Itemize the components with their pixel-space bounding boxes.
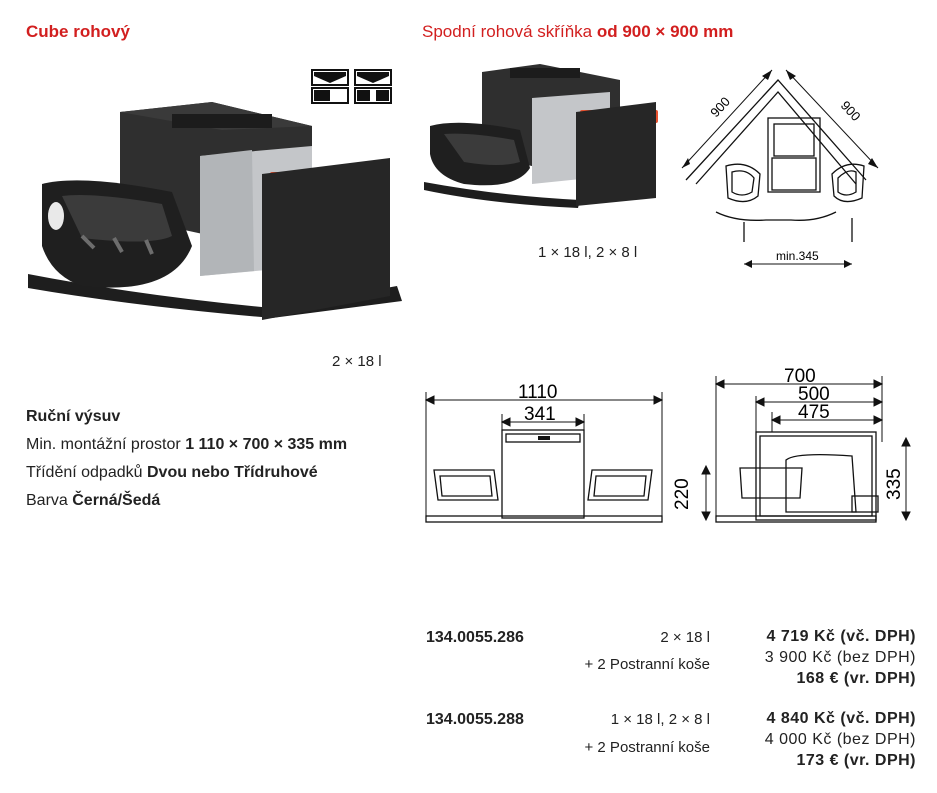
corner-cabinet-diagram: 900 900 min.345 <box>681 69 879 268</box>
product-price-eur-2: 173 € (vr. DPH) <box>796 752 916 769</box>
specs-heading: Ruční výsuv <box>26 408 121 425</box>
layout-options-icon <box>311 69 392 104</box>
spec-space-value: 1 110 × 700 × 335 mm <box>185 436 348 453</box>
corner-dim-min: min.345 <box>776 249 819 263</box>
side-dim-220: 220 <box>672 478 693 510</box>
spec-sort-value: Dvou nebo Třídruhové <box>146 464 318 481</box>
subtitle-prefix: Spodní rohová skříňka <box>422 22 593 41</box>
spec-color-label: Barva <box>26 492 68 509</box>
product-price-novat-2: 4 000 Kč (bez DPH) <box>764 731 916 748</box>
product-code-1: 134.0055.286 <box>426 629 524 646</box>
front-dim-inner: 341 <box>524 404 556 425</box>
spec-color-value: Černá/Šedá <box>72 492 161 509</box>
side-dim-500: 500 <box>798 384 830 405</box>
product-price-novat-1: 3 900 Kč (bez DPH) <box>764 649 916 666</box>
cabinet-subtitle: Spodní rohová skříňka od 900 × 900 mm <box>422 22 733 42</box>
spec-space-label: Min. montážní prostor <box>26 436 181 453</box>
product-extra-2: + 2 Postranní koše <box>584 739 711 756</box>
product-code-2: 134.0055.288 <box>426 711 524 728</box>
product-extra-1: + 2 Postranní koše <box>584 656 711 673</box>
spec-sort-label: Třídění odpadků <box>26 464 143 481</box>
specs-block: Ruční výsuv Min. montážní prostor 1 110 … <box>26 403 347 515</box>
side-dim-475: 475 <box>798 402 830 423</box>
side-dim-335: 335 <box>884 468 905 500</box>
subtitle-size: od 900 × 900 mm <box>596 22 734 41</box>
front-view-diagram: 1110 341 <box>424 382 664 523</box>
page-title: Cube rohový <box>26 22 130 41</box>
product-capacity-2: 1 × 18 l, 2 × 8 l <box>610 711 710 728</box>
product-price-vat-2: 4 840 Kč (vč. DPH) <box>766 710 916 727</box>
capacity-small: 1 × 18 l, 2 × 8 l <box>538 244 638 261</box>
product-photo-large <box>28 102 402 320</box>
product-price-eur-1: 168 € (vr. DPH) <box>796 670 916 687</box>
product-photo-small <box>424 64 658 208</box>
product-capacity-1: 2 × 18 l <box>660 629 710 646</box>
side-dim-700: 700 <box>784 366 816 387</box>
front-dim-total: 1110 <box>518 382 557 403</box>
product-price-vat-1: 4 719 Kč (vč. DPH) <box>766 628 916 645</box>
side-view-diagram: 700 500 475 220 335 <box>672 366 911 523</box>
corner-dim-b: 900 <box>838 98 864 124</box>
capacity-large: 2 × 18 l <box>332 353 382 370</box>
